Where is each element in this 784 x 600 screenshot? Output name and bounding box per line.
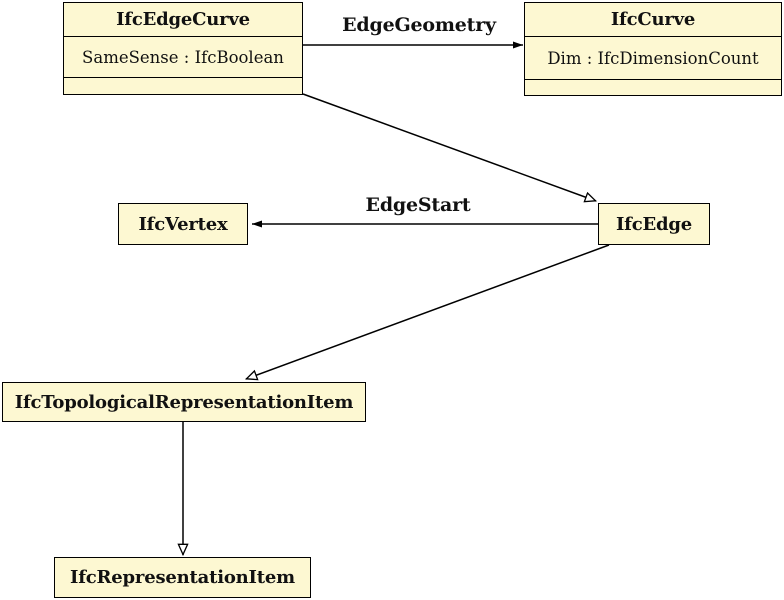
- edge-label-edgegeometry: EdgeGeometry: [342, 14, 496, 36]
- class-attribute: SameSense : IfcBoolean: [64, 36, 302, 77]
- class-box-ifccurve[interactable]: IfcCurve Dim : IfcDimensionCount: [524, 2, 782, 96]
- class-box-ifcedge[interactable]: IfcEdge: [598, 203, 710, 245]
- class-attribute: Dim : IfcDimensionCount: [525, 36, 781, 79]
- class-title: IfcCurve: [610, 9, 696, 30]
- edge-generalization-ifcedge-to-ifctopologicalrepresentationitem: [246, 244, 610, 379]
- edge-generalization-ifcedgecurve-to-ifcedge: [302, 93, 596, 201]
- class-box-ifctopologicalrepresentationitem[interactable]: IfcTopologicalRepresentationItem: [2, 382, 366, 422]
- class-box-ifcedgecurve[interactable]: IfcEdgeCurve SameSense : IfcBoolean: [63, 2, 303, 95]
- class-operations-compartment-empty: [525, 79, 781, 95]
- class-title: IfcVertex: [138, 213, 228, 235]
- class-box-ifcvertex[interactable]: IfcVertex: [118, 203, 248, 245]
- class-title: IfcTopologicalRepresentationItem: [14, 391, 354, 413]
- class-title: IfcEdgeCurve: [116, 9, 250, 30]
- class-title: IfcEdge: [615, 213, 693, 235]
- class-title: IfcRepresentationItem: [70, 567, 295, 588]
- class-box-ifcrepresentationitem[interactable]: IfcRepresentationItem: [54, 557, 311, 598]
- edge-label-edgestart: EdgeStart: [365, 194, 471, 216]
- class-operations-compartment-empty: [64, 77, 302, 94]
